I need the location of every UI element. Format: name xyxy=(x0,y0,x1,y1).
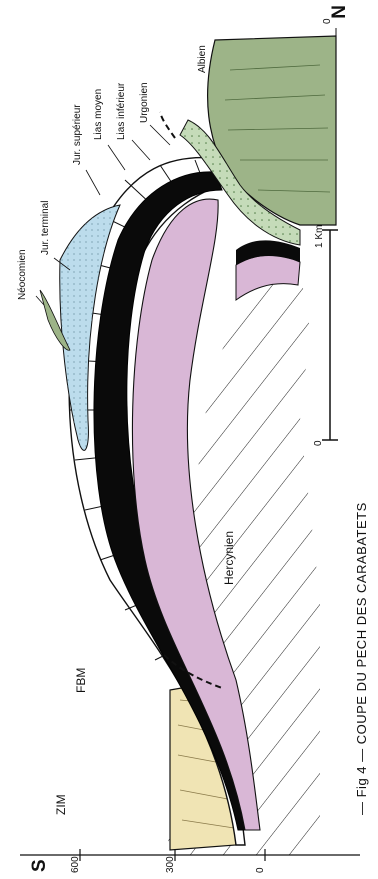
north-fault-dashed xyxy=(160,112,175,138)
urgonien-label: Urgonien xyxy=(139,82,150,123)
lias-moyen-label: Lias moyen xyxy=(93,89,104,140)
neocomien-label: Néocomien xyxy=(17,249,28,300)
hercynien-label: Hercynien xyxy=(222,531,236,585)
distance-scale-bar xyxy=(322,230,338,440)
elevation-tick-0: 0 xyxy=(255,867,266,873)
elevation-tick-300: 300 xyxy=(165,856,176,873)
elevation-tick-600: 600 xyxy=(70,856,81,873)
figure-caption: — Fig 4 — COUPE DU PECH DES CARABATETS xyxy=(354,502,369,815)
north-label: N xyxy=(329,5,350,19)
albien-block xyxy=(208,36,336,225)
distance-scale-end-label: 1 Km xyxy=(314,225,325,248)
jur-terminal-label: Jur. terminal xyxy=(40,201,51,255)
albien-label: Albien xyxy=(197,45,208,73)
jur-superieur-label: Jur. supérieur xyxy=(72,104,83,165)
south-label: S xyxy=(29,859,50,872)
zim-label: ZIM xyxy=(54,794,68,815)
lias-inferieur-label: Lias inférieur xyxy=(116,82,127,140)
fbm-label: FBM xyxy=(74,668,88,693)
distance-scale-start-label: 0 xyxy=(313,440,324,446)
